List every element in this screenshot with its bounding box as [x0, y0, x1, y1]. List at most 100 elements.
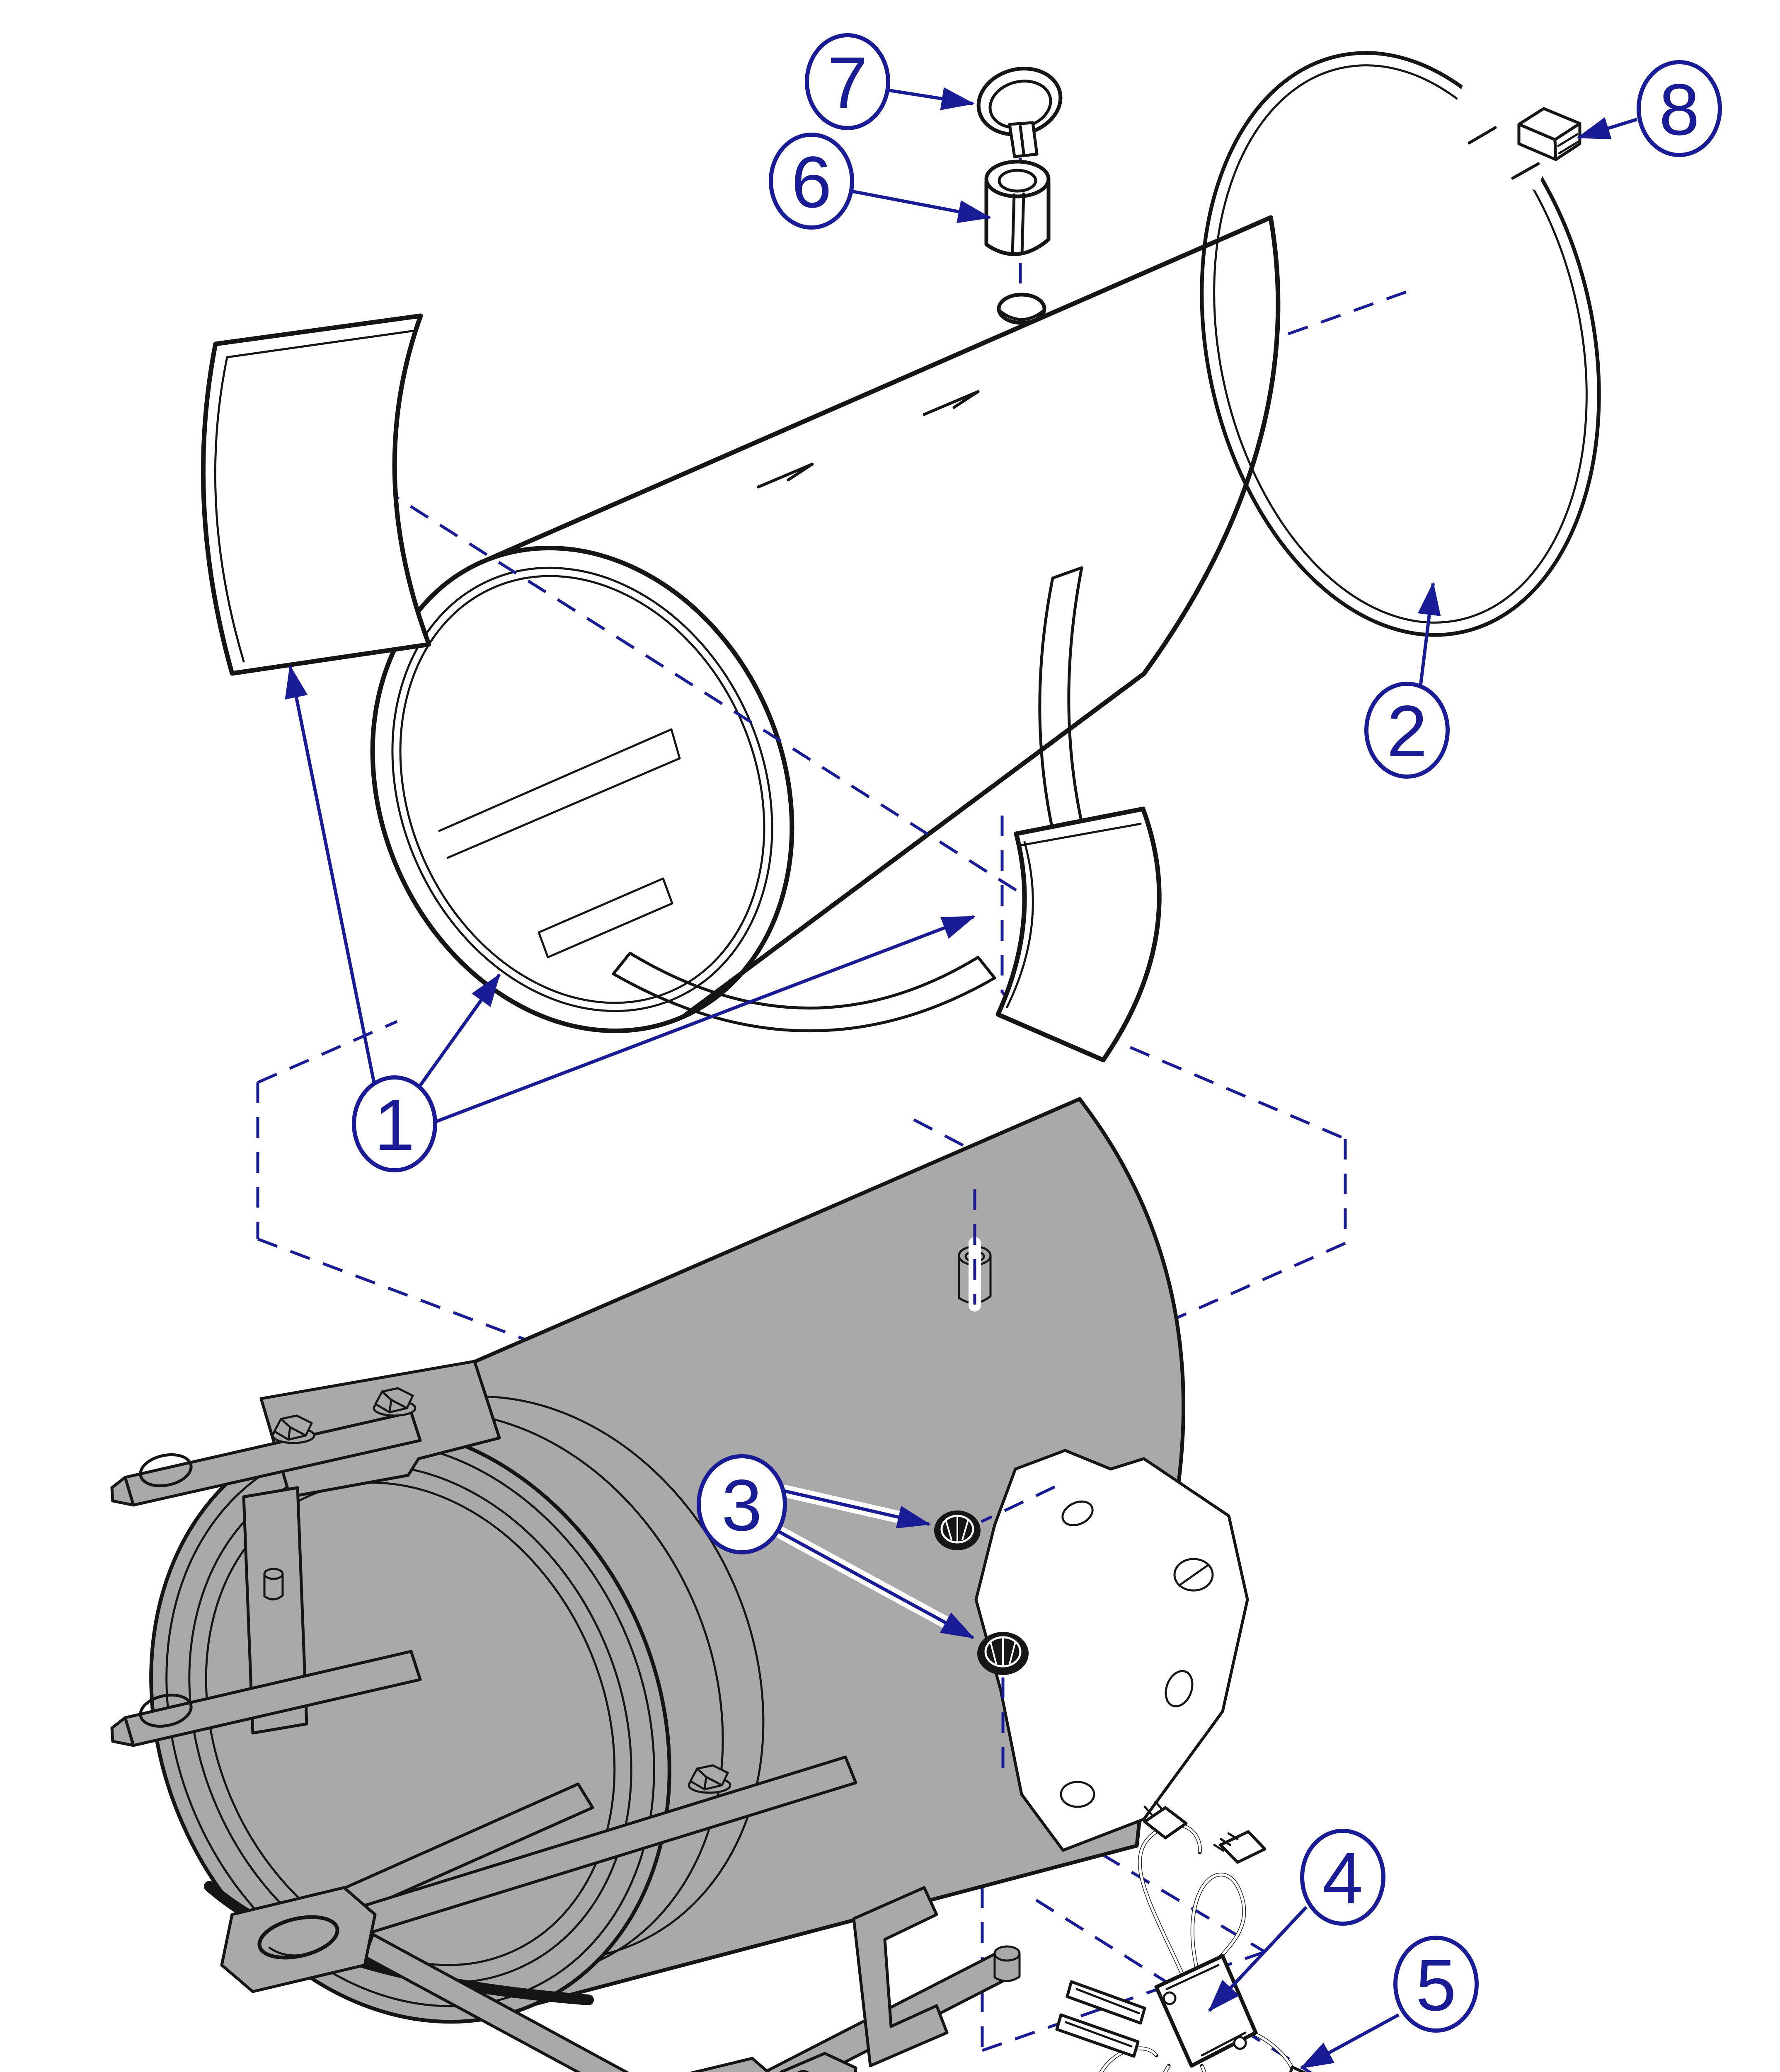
tank-top-stud	[958, 1189, 992, 1312]
connector-b-body	[1143, 1806, 1188, 1840]
split-bushing	[984, 160, 1051, 256]
callout-8-leader	[1577, 117, 1638, 140]
callout-3-leader-a	[784, 1489, 931, 1529]
connector-b-pins	[1143, 1801, 1164, 1816]
shroud-interior-shelf	[438, 728, 681, 959]
callout-1-bubble[interactable]	[352, 1075, 437, 1172]
callout-4-label: 4	[1322, 1838, 1363, 1919]
callout-1-label: 1	[374, 1084, 415, 1166]
bracket-upper-arm	[110, 1411, 422, 1507]
grommet-upper-knurl	[945, 1517, 969, 1542]
callout-3-leader-b	[775, 1528, 975, 1639]
callout-3[interactable]: 3	[697, 1454, 975, 1639]
grommet-lower	[977, 1632, 1029, 1675]
callout-3-label: 3	[722, 1465, 762, 1546]
wire-4	[1200, 2064, 1206, 2072]
callout-7-leader	[889, 87, 975, 110]
switch-tab-2	[1055, 2013, 1140, 2058]
frame-u-bracket	[852, 1886, 949, 2067]
ring-end-caps	[1468, 126, 1540, 180]
switch-hole-1	[1162, 1991, 1177, 2005]
plate-hole-oval-top	[1061, 1500, 1094, 1527]
ring-inner	[1213, 64, 1588, 624]
callout-6[interactable]: 6	[769, 133, 991, 230]
callout-5-label: 5	[1416, 1945, 1456, 2026]
callouts: 1 2 3 4 5 6	[285, 33, 1722, 2070]
wire-cores	[1100, 1823, 1296, 2072]
harness-connector-a	[1213, 1830, 1267, 1864]
callout-7-bubble[interactable]	[805, 33, 890, 130]
callout-5-leader	[1300, 2013, 1400, 2070]
insulation-panel-right	[995, 806, 1162, 1063]
connector-a-pins	[1213, 1832, 1239, 1852]
panel-right-outline	[995, 806, 1162, 1063]
shroud-side-slot	[1038, 566, 1116, 938]
bushing-bore	[998, 169, 1037, 193]
guide-box-top-right	[1001, 991, 1346, 1140]
shroud-front-rim-inner	[391, 566, 773, 1012]
switch-mount-block	[780, 2052, 857, 2072]
callout-2[interactable]: 2	[1364, 582, 1450, 779]
hose-clamp-cap	[976, 67, 1063, 158]
frame-foot-front	[220, 1886, 377, 1993]
bushing-body	[984, 179, 1051, 256]
thermostat-plate	[974, 1449, 1249, 1852]
callout-1[interactable]: 1	[285, 665, 976, 1172]
bracket-upper-arm-hole	[139, 1453, 193, 1487]
callout-7-label: 7	[827, 42, 868, 123]
callout-5-bubble[interactable]	[1393, 1936, 1479, 2033]
callout-4-bubble[interactable]	[1300, 1829, 1385, 1926]
callout-6-bubble[interactable]	[769, 133, 854, 230]
callout-8-bubble[interactable]	[1637, 60, 1722, 157]
bushing-slot	[1011, 192, 1025, 256]
switch-tab-lines	[1065, 1988, 1140, 2048]
grommet-upper	[934, 1510, 981, 1550]
callout-2-leader	[1417, 582, 1441, 685]
switch-hole-2	[1233, 2036, 1247, 2050]
callout-7[interactable]: 7	[805, 33, 975, 130]
callout-8[interactable]: 8	[1577, 60, 1722, 157]
guide-plate-upper	[981, 1485, 1056, 1523]
callout-5[interactable]: 5	[1300, 1936, 1479, 2070]
shroud-top-edge	[479, 215, 1273, 565]
insulation-panel-left	[201, 313, 431, 676]
frame-foot-rear	[689, 2057, 770, 2072]
tank-flange-ring3	[205, 1481, 616, 1966]
callout-1-leader-b	[418, 973, 501, 1088]
callout-6-leader	[852, 190, 991, 223]
shroud-cylinder	[370, 215, 1281, 1034]
shroud-back-rim	[1141, 215, 1281, 676]
connector-slots	[1557, 133, 1579, 155]
harness-connector-b	[1143, 1801, 1188, 1840]
frame-post-top	[993, 1945, 1021, 1962]
bracket-vertical-plate	[242, 1486, 308, 1735]
connector-a-body	[1219, 1830, 1267, 1864]
callout-4-leader	[1208, 1906, 1308, 2012]
callout-4[interactable]: 4	[1208, 1829, 1385, 2012]
panel-right-thickness	[1006, 823, 1142, 1008]
panel-left-thickness	[214, 329, 416, 663]
panel-left-outline	[201, 313, 431, 676]
callout-8-label: 8	[1659, 69, 1700, 150]
clamp-tab	[1008, 121, 1039, 158]
callout-3-bubble[interactable]	[697, 1454, 787, 1554]
hole-inner	[999, 310, 1044, 321]
plate-hole-bottom	[1060, 1781, 1095, 1808]
bracket-lower-arm-hole	[139, 1694, 193, 1728]
plate-screw-slot	[1178, 1564, 1210, 1587]
thermostat-switch	[1055, 1954, 1258, 2068]
shroud-bottom-slot	[612, 951, 996, 1032]
plate-hole-oval-mid	[1165, 1670, 1194, 1708]
grommet-lower-knurl	[990, 1638, 1016, 1667]
callout-6-label: 6	[791, 142, 832, 223]
bracket-stud-pin	[263, 1573, 284, 1600]
callout-1-leader-c	[433, 915, 976, 1124]
tank-assembly	[110, 1097, 1249, 2072]
frame-foot-front-hole-shadow	[268, 1946, 322, 1957]
callout-2-label: 2	[1387, 691, 1427, 772]
callout-2-bubble[interactable]	[1364, 682, 1450, 779]
callout-1-leader-a	[285, 665, 377, 1088]
guide-box-left-up	[257, 1020, 398, 1084]
bracket-lower-arm	[110, 1650, 422, 1747]
